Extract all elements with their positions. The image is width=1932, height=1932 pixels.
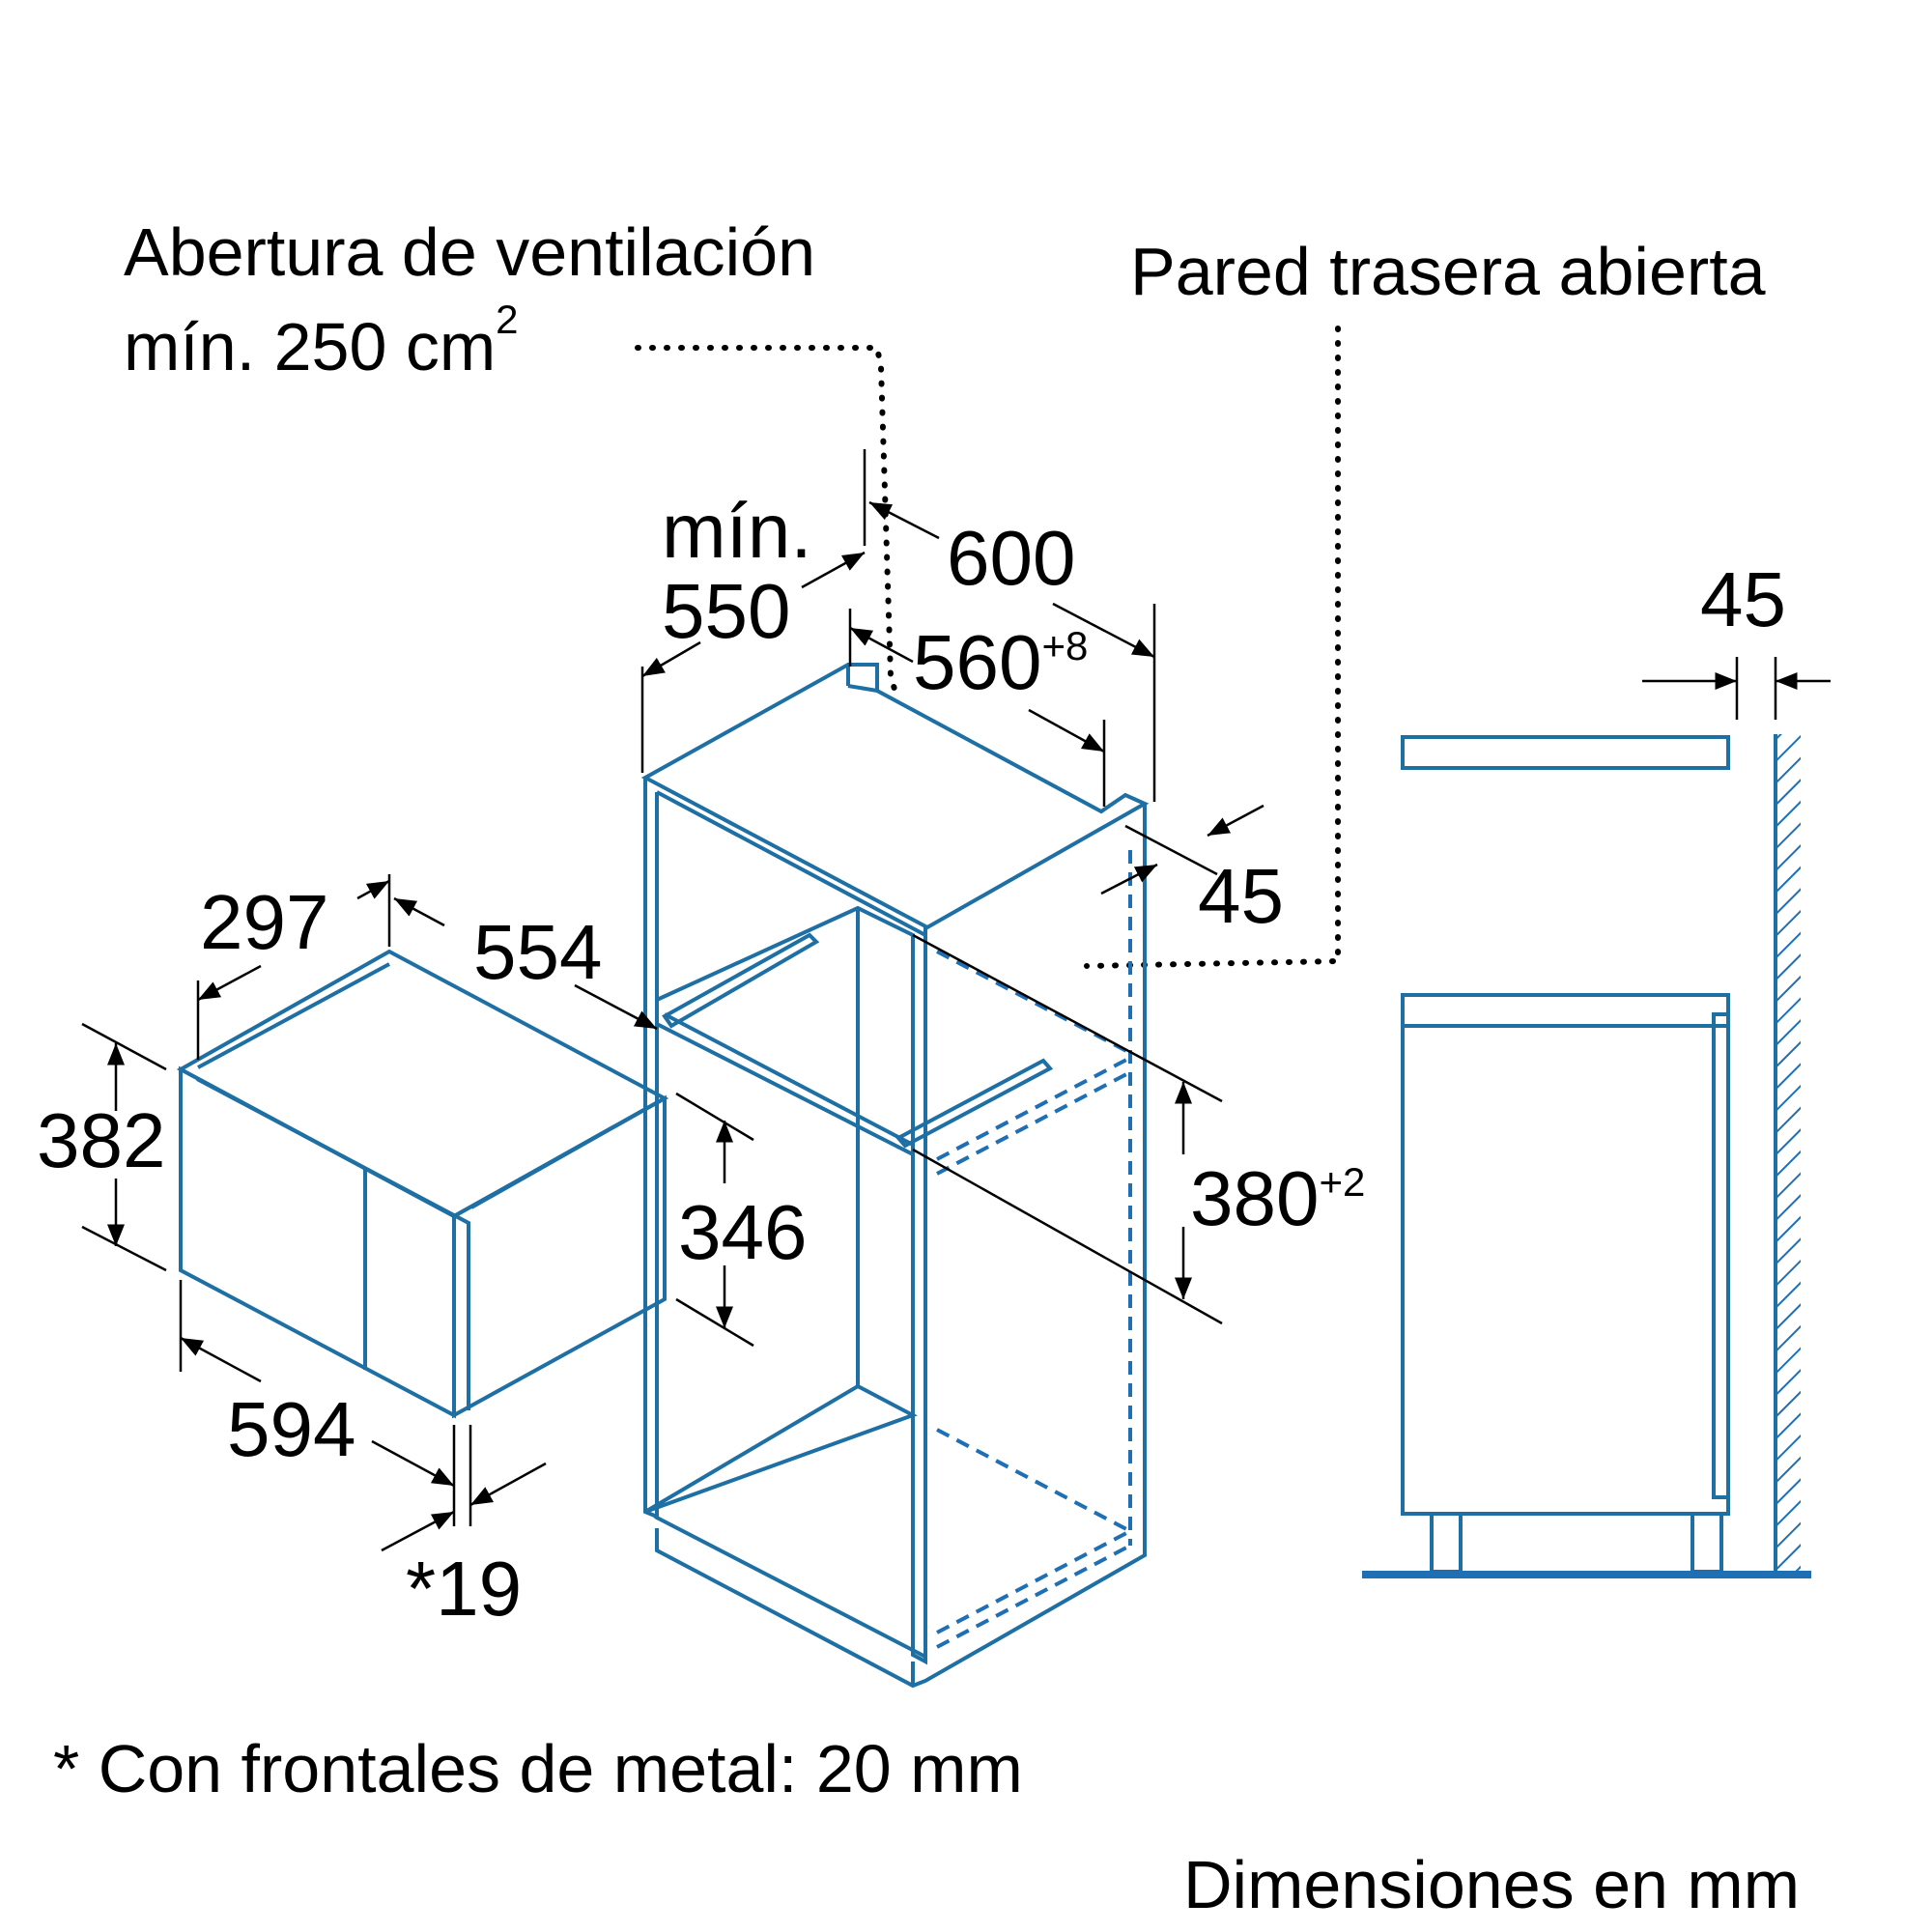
dim-382: 382: [37, 1097, 165, 1183]
side-view: [1362, 734, 1811, 1578]
dim-45-top: 45: [1700, 556, 1786, 642]
dim-560: 560+8: [913, 619, 1088, 705]
dim-45-side: 45: [1198, 853, 1284, 939]
dim-380-sup: +2: [1319, 1159, 1365, 1205]
dim-380: 380+2: [1190, 1155, 1365, 1241]
wall-hatch: [1776, 734, 1801, 1573]
dim-19: *19: [406, 1546, 522, 1632]
rear-wall-leader: [1084, 326, 1341, 969]
dim-600: 600: [947, 515, 1075, 601]
dim-594: 594: [227, 1386, 355, 1472]
dim-554: 554: [473, 909, 602, 995]
dim-min-word: mín.: [662, 488, 812, 574]
microwave-unit: [176, 949, 669, 1419]
rear-wall-label: Pared trasera abierta: [1130, 234, 1766, 309]
dim-560-sup: +8: [1041, 623, 1088, 668]
vent-label-text: mín. 250 cm: [124, 309, 496, 384]
vent-label-line2: mín. 250 cm2: [124, 297, 519, 384]
vent-label-line1: Abertura de ventilación: [124, 214, 815, 290]
footnote-text: * Con frontales de metal: 20 mm: [53, 1731, 1023, 1806]
dim-560-text: 560: [913, 619, 1041, 705]
units-text: Dimensiones en mm: [1183, 1847, 1800, 1922]
dim-380-text: 380: [1190, 1155, 1319, 1241]
cabinet-unit: [640, 663, 1150, 1689]
dimension-lines: [81, 449, 1831, 1552]
dim-346: 346: [678, 1189, 807, 1275]
vent-label-sup: 2: [496, 297, 518, 342]
dim-550: 550: [662, 568, 790, 654]
dim-297: 297: [200, 879, 328, 965]
vent-leader: [635, 345, 899, 698]
